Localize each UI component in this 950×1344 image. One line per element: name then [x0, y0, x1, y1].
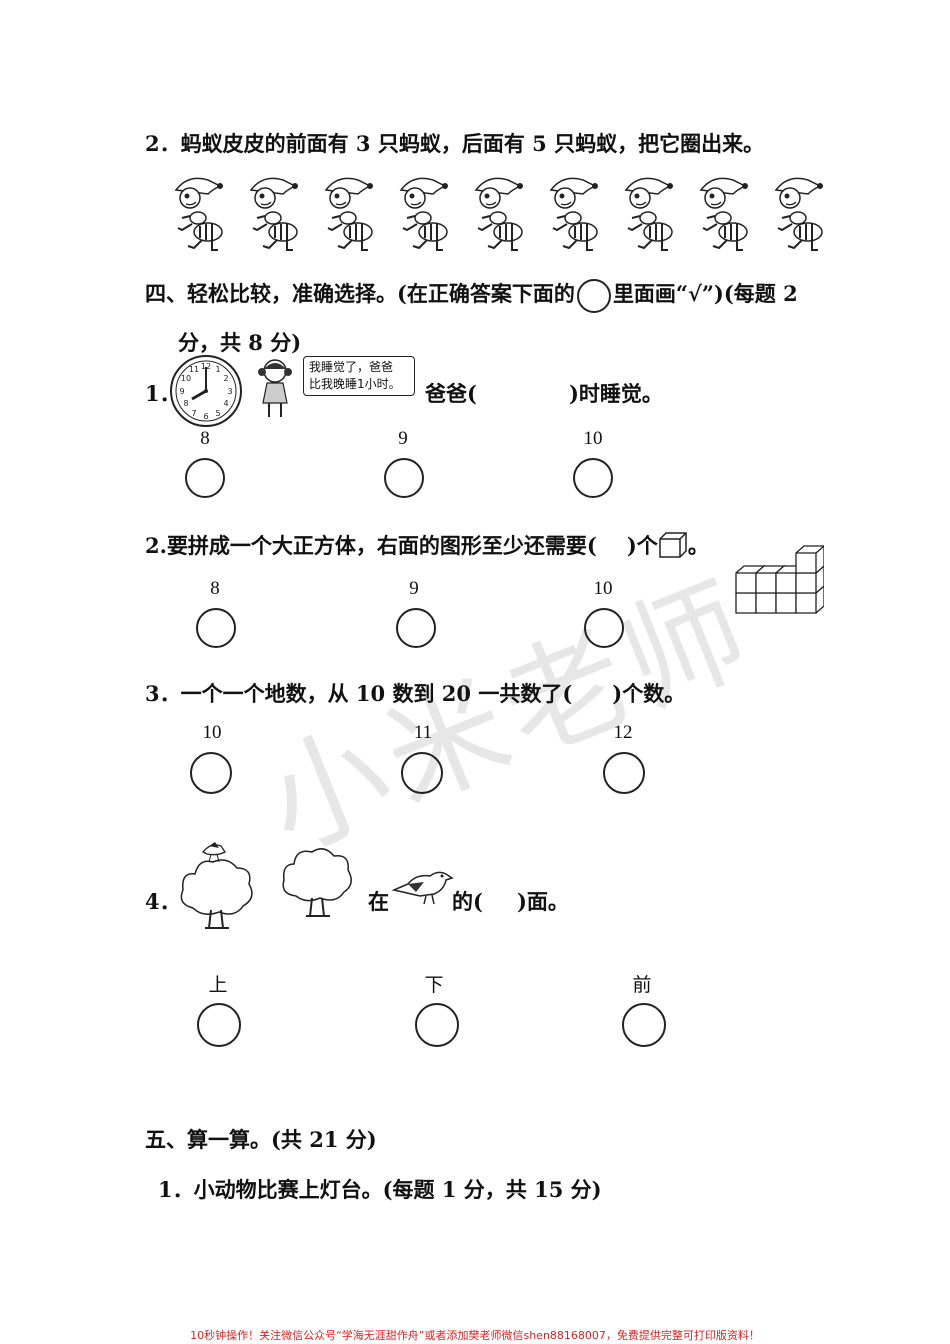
item2-answer-circle[interactable] [196, 608, 236, 648]
item1-option-label: 10 [583, 428, 603, 449]
item4-option-label: 下 [424, 975, 444, 996]
item3-option-label: 11 [413, 722, 433, 743]
item2-answer-circle[interactable] [396, 608, 436, 648]
item4-text-mid: 在 [368, 889, 389, 914]
item3-answer-circle[interactable] [603, 752, 645, 794]
item4-answer-circle[interactable] [415, 1003, 459, 1047]
item2-answer-circle[interactable] [584, 608, 624, 648]
svg-text:5: 5 [215, 409, 220, 418]
item4-number: 4． [145, 889, 181, 914]
item3-answer-circle[interactable] [401, 752, 443, 794]
svg-text:10: 10 [181, 374, 191, 383]
girl-icon [258, 359, 292, 417]
ant-icon[interactable] [324, 177, 373, 251]
item1-answer-circle[interactable] [185, 458, 225, 498]
question-ants: 2．蚂蚁皮皮的前面有 3 只蚂蚁，后面有 5 只蚂蚁，把它圈出来。 [145, 131, 765, 156]
ant-icon[interactable] [774, 177, 823, 251]
item2-option-label: 9 [409, 578, 419, 599]
ant-icon[interactable] [174, 177, 223, 251]
item1-answer-circle[interactable] [384, 458, 424, 498]
section4-heading: 四、轻松比较，准确选择。(在正确答案下面的 里面画“√”)(每题 2 [145, 278, 798, 313]
ant-icon[interactable] [549, 177, 598, 251]
svg-text:2: 2 [223, 374, 228, 383]
ant-illustrations [174, 177, 823, 251]
svg-text:7: 7 [191, 409, 196, 418]
item2-option-label: 8 [210, 578, 220, 599]
svg-text:11: 11 [189, 365, 199, 374]
item4-answer-circle[interactable] [197, 1003, 241, 1047]
svg-text:1: 1 [215, 365, 220, 374]
item2-text-end: 。 [687, 533, 709, 558]
section5-heading: 五、算一算。(共 21 分) [145, 1127, 377, 1152]
item4-text-after: )面。 [516, 889, 569, 914]
bubble-line1: 我睡觉了，爸爸 [309, 360, 394, 374]
item2-number: 2. [145, 533, 167, 558]
item3-answer-circle[interactable] [190, 752, 232, 794]
bird-icon [391, 871, 454, 905]
answer-circle-icon [576, 278, 611, 313]
item2-text-before: 要拼成一个大正方体，右面的图形至少还需要( [166, 533, 597, 558]
svg-text:4: 4 [223, 399, 228, 408]
small-cube-icon [658, 531, 688, 564]
item3-question: 3．一个一个地数，从 10 数到 20 一共数了( )个数。 [145, 678, 685, 708]
ant-icon[interactable] [474, 177, 523, 251]
svg-text:8: 8 [183, 399, 188, 408]
item3-text-after: )个数。 [612, 681, 686, 706]
item2-text-after: )个 [626, 533, 658, 558]
ant-icon[interactable] [249, 177, 298, 251]
item2-question: 2.要拼成一个大正方体，右面的图形至少还需要( )个 。 [145, 530, 709, 564]
item2-option-label: 10 [593, 578, 613, 599]
item4-question: 的( )面。 [452, 886, 569, 916]
item4-answer-circle[interactable] [622, 1003, 666, 1047]
item3-number: 3． [145, 681, 181, 706]
item3-text-before: 一个一个地数，从 10 数到 20 一共数了( [180, 681, 573, 706]
section4-heading-part1: 四、轻松比较，准确选择。(在正确答案下面的 [145, 281, 575, 306]
item1-option-label: 8 [200, 428, 210, 449]
footer-notice: 10秒钟操作！关注微信公众号“学海无涯甜作舟”或者添加樊老师微信shen8816… [190, 1329, 760, 1342]
item4-option-label: 上 [208, 975, 228, 996]
ant-row [168, 172, 848, 252]
item4-option-label: 前 [632, 975, 652, 996]
item1-text-before: 爸爸( [425, 381, 477, 406]
svg-text:3: 3 [227, 387, 232, 396]
cube-stack-icon [735, 545, 824, 614]
item1-option-label: 9 [398, 428, 408, 449]
speech-bubble: 我睡觉了，爸爸 比我晚睡1小时。 [303, 356, 415, 396]
section4-heading-line2: 分，共 8 分) [178, 330, 302, 355]
item4-text-before: 的( [452, 889, 483, 914]
svg-text:9: 9 [179, 387, 184, 396]
section4-heading-part2: 里面画“√”)(每题 2 [612, 281, 798, 306]
svg-text:12: 12 [201, 362, 211, 371]
ant-icon[interactable] [399, 177, 448, 251]
bubble-line2: 比我晚睡1小时。 [309, 377, 401, 391]
item1-text-after: )时睡觉。 [568, 381, 663, 406]
section5-sub1: 1．小动物比赛上灯台。(每题 1 分，共 15 分) [158, 1177, 602, 1202]
tree-with-bird-icon [180, 842, 253, 929]
ant-icon[interactable] [699, 177, 748, 251]
ant-icon[interactable] [624, 177, 673, 251]
unit-cube [795, 545, 824, 574]
item1-answer-circle[interactable] [573, 458, 613, 498]
item3-option-label: 10 [202, 722, 222, 743]
item1-question: 爸爸( )时睡觉。 [425, 378, 663, 408]
tree-icon [282, 848, 352, 917]
svg-text:6: 6 [203, 412, 208, 421]
item3-option-label: 12 [613, 722, 633, 743]
